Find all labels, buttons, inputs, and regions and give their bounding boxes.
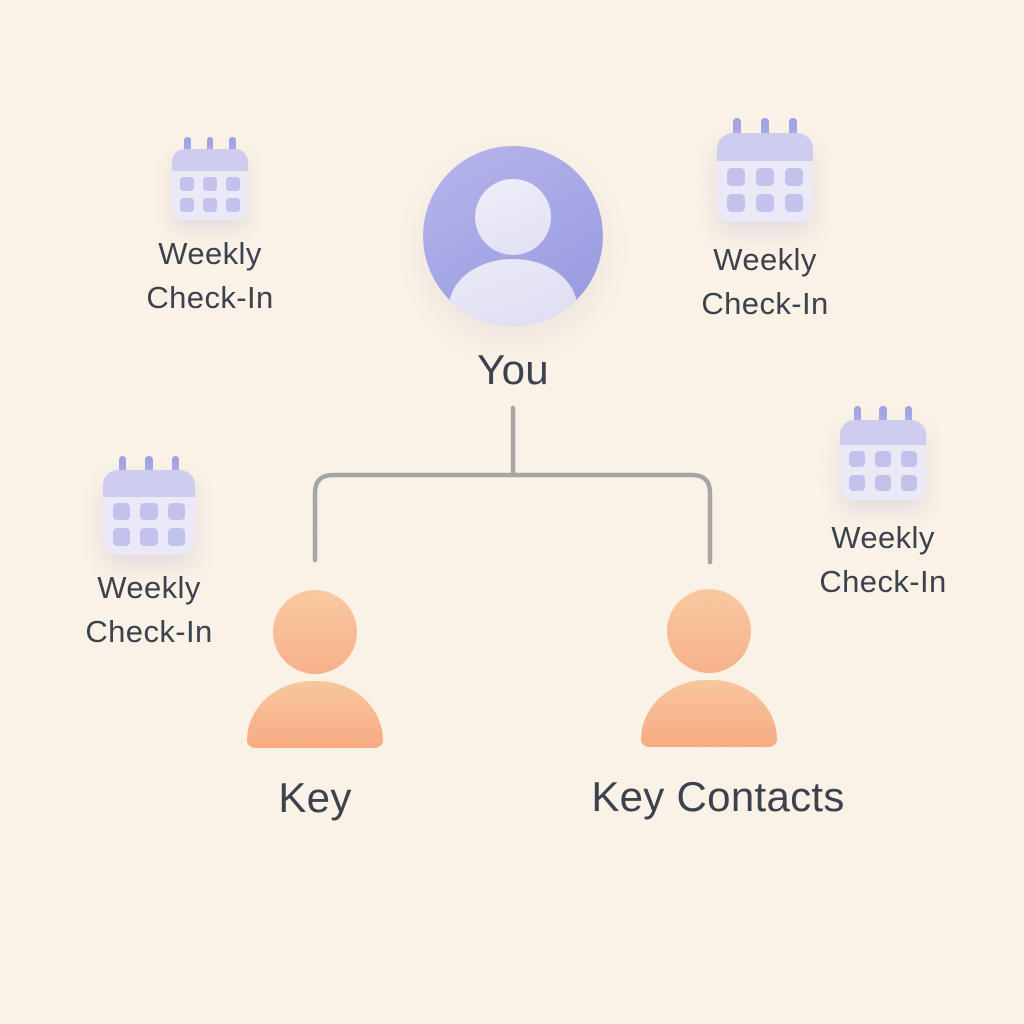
node-you-label: You <box>477 346 549 393</box>
calendar-header-band <box>717 133 813 161</box>
calendar-icon <box>171 137 249 221</box>
annotation-weekly-checkin-middle-right: Weekly Check-In <box>768 406 998 604</box>
node-key-contacts-label: Key Contacts <box>591 773 845 820</box>
person-head-shape <box>667 589 751 673</box>
person-body-shape <box>247 681 383 748</box>
calendar-icon <box>103 456 195 555</box>
avatar-shoulders-shape <box>449 259 577 326</box>
calendar-icon <box>717 118 813 222</box>
connector-bracket <box>312 472 713 565</box>
annotation-weekly-checkin-middle-left: Weekly Check-In <box>34 456 264 654</box>
calendar-icon <box>839 406 927 500</box>
annotation-label: Weekly Check-In <box>701 242 829 322</box>
annotation-weekly-checkin-top-right: Weekly Check-In <box>650 118 880 326</box>
annotation-label: Weekly Check-In <box>85 569 213 649</box>
person-head-shape <box>273 590 357 674</box>
calendar-date-grid <box>172 169 249 220</box>
person-body-shape <box>641 680 777 747</box>
avatar-head-shape <box>475 179 551 255</box>
user-avatar-icon <box>423 146 603 326</box>
node-key-label: Key <box>278 774 352 821</box>
calendar-date-grid <box>717 158 813 222</box>
person-icon <box>247 590 383 748</box>
annotation-label: Weekly Check-In <box>146 236 274 316</box>
node-key-contacts: Key Contacts <box>591 589 845 820</box>
person-icon <box>641 589 777 747</box>
calendar-date-grid <box>103 494 194 555</box>
calendar-header-band <box>839 419 927 445</box>
annotation-label: Weekly Check-In <box>819 519 947 599</box>
annotation-weekly-checkin-top-left: Weekly Check-In <box>95 137 325 320</box>
calendar-header-band <box>103 470 195 497</box>
node-you: You <box>393 146 633 392</box>
calendar-date-grid <box>840 442 926 500</box>
